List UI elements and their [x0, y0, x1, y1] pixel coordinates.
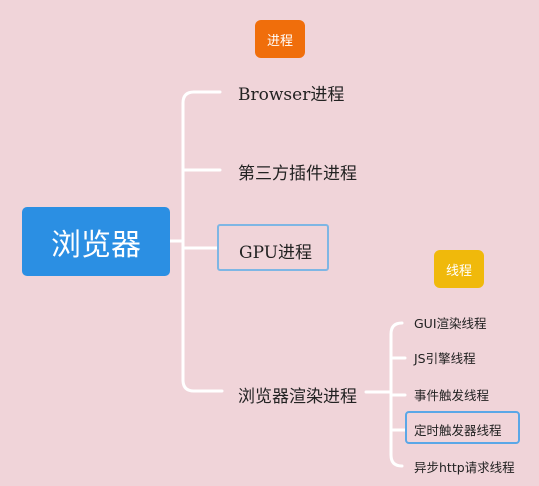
gpu-process-highlight-box: [217, 224, 329, 271]
thread-async-http[interactable]: 异步http请求线程: [414, 460, 515, 475]
process-tag: 进程: [255, 20, 305, 58]
root-node-browser[interactable]: 浏览器: [22, 207, 170, 276]
process-plugin[interactable]: 第三方插件进程: [238, 164, 357, 184]
process-browser[interactable]: Browser进程: [238, 85, 345, 105]
thread-js-engine[interactable]: JS引擎线程: [414, 351, 476, 366]
thread-tag: 线程: [434, 250, 484, 288]
process-gpu[interactable]: GPU进程: [239, 243, 313, 263]
thread-event-trigger[interactable]: 事件触发线程: [414, 388, 490, 403]
thread-timer-trigger[interactable]: 定时触发器线程: [414, 423, 502, 438]
timer-thread-highlight-box: [405, 411, 520, 444]
thread-gui-render[interactable]: GUI渲染线程: [414, 316, 487, 331]
process-renderer[interactable]: 浏览器渲染进程: [238, 387, 357, 407]
